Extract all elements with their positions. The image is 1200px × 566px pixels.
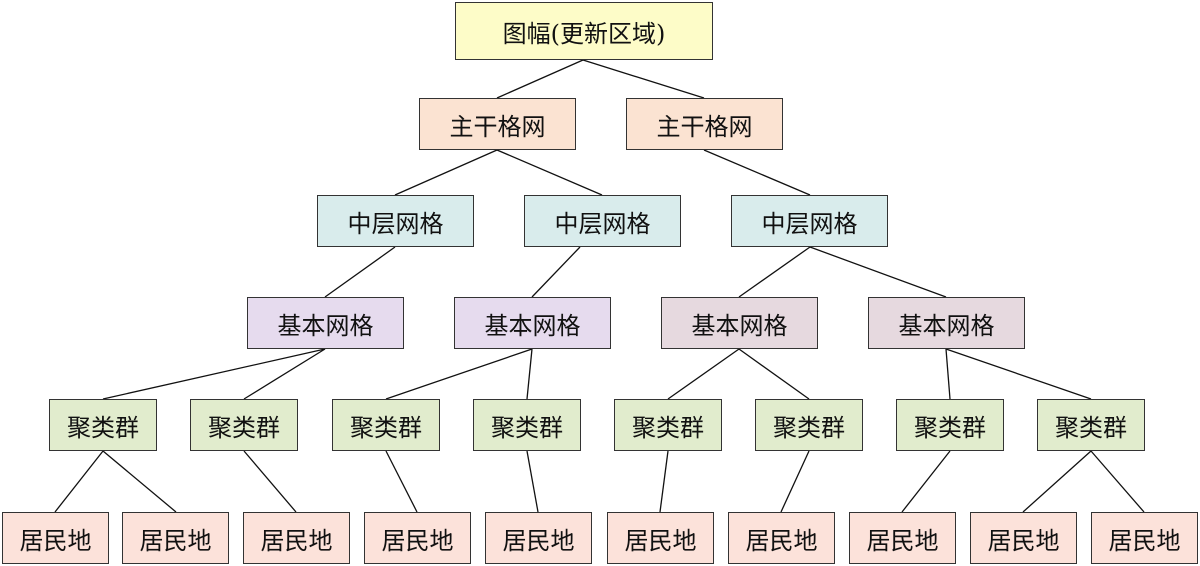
edge-c5-s6: [659, 450, 669, 513]
node-settlement-s4: 居民地: [364, 512, 471, 564]
node-cluster-c5: 聚类群: [614, 399, 722, 451]
node-settlement-s5: 居民地: [485, 512, 592, 564]
node-mid-m3: 中层网格: [731, 195, 888, 247]
edge-b3-c6: [738, 348, 810, 400]
edge-root-t1: [496, 59, 584, 99]
node-mid-m2: 中层网格: [524, 195, 681, 247]
edge-b1-c1: [102, 348, 326, 400]
node-basic_b-b3: 基本网格: [661, 297, 818, 349]
edge-c2-s3: [243, 450, 297, 513]
node-settlement-s6: 居民地: [607, 512, 714, 564]
edge-b4-c7: [945, 348, 951, 400]
edge-b1-c2: [243, 348, 326, 400]
edge-m3-b3: [738, 246, 811, 298]
node-settlement-s9: 居民地: [970, 512, 1077, 564]
edge-b4-c8: [945, 348, 1092, 400]
edge-m1-b1: [324, 246, 396, 298]
edge-b2-c3: [385, 348, 533, 400]
node-cluster-c8: 聚类群: [1037, 399, 1145, 451]
node-cluster-c7: 聚类群: [896, 399, 1004, 451]
node-cluster-c6: 聚类群: [755, 399, 863, 451]
edge-c1-s1: [54, 450, 104, 513]
edge-t2-m3: [703, 149, 811, 196]
edge-c7-s8: [901, 450, 951, 513]
node-settlement-s8: 居民地: [849, 512, 956, 564]
node-trunk-t1: 主干格网: [419, 98, 576, 150]
node-cluster-c2: 聚类群: [190, 399, 298, 451]
edge-b3-c5: [667, 348, 740, 400]
edge-m2-b2: [531, 246, 581, 298]
edge-c6-s7: [780, 450, 810, 513]
edge-m3-b4: [809, 246, 947, 298]
node-settlement-s3: 居民地: [243, 512, 350, 564]
node-root-root: 图幅(更新区域): [455, 2, 713, 60]
node-cluster-c1: 聚类群: [49, 399, 157, 451]
edge-t1-m2: [496, 149, 603, 196]
node-basic_a-b1: 基本网格: [247, 297, 404, 349]
node-settlement-s7: 居民地: [728, 512, 835, 564]
node-basic_b-b4: 基本网格: [868, 297, 1025, 349]
edge-t1-m1: [394, 149, 498, 196]
node-settlement-s1: 居民地: [2, 512, 109, 564]
node-cluster-c4: 聚类群: [473, 399, 581, 451]
node-basic_a-b2: 基本网格: [454, 297, 611, 349]
node-trunk-t2: 主干格网: [626, 98, 783, 150]
node-cluster-c3: 聚类群: [332, 399, 440, 451]
edge-c8-s10: [1090, 450, 1145, 513]
edge-c1-s2: [102, 450, 177, 513]
node-settlement-s2: 居民地: [122, 512, 229, 564]
edge-root-t2: [582, 59, 705, 99]
edge-b2-c4: [526, 348, 533, 400]
edge-c3-s4: [385, 450, 418, 513]
edge-c4-s5: [526, 450, 539, 513]
edge-c8-s9: [1022, 450, 1092, 513]
node-mid-m1: 中层网格: [317, 195, 474, 247]
node-settlement-s10: 居民地: [1091, 512, 1198, 564]
